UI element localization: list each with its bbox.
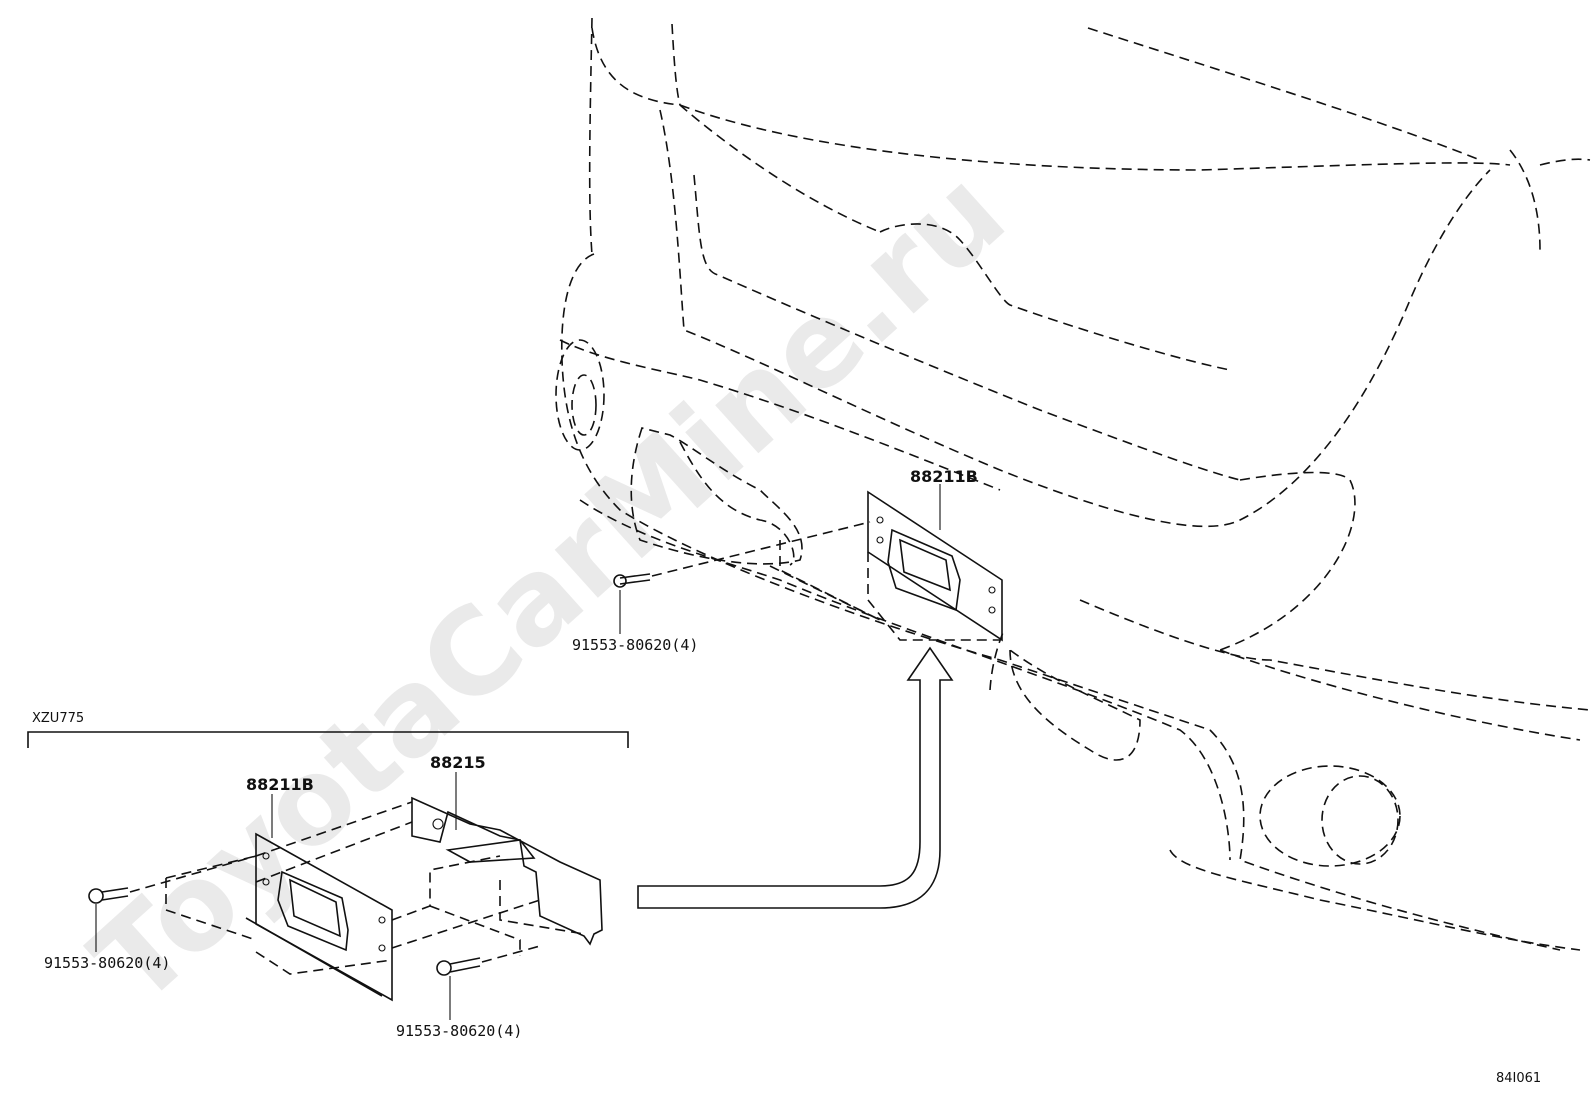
figure-code: 84I061 <box>1496 1071 1541 1086</box>
leader-lines <box>95 484 941 1020</box>
assembly-arrow <box>637 646 954 909</box>
label-upper-sensor: 88211B <box>910 467 978 486</box>
vehicle-outline <box>555 17 1591 951</box>
label-lower-sensor: 88211B <box>246 775 314 794</box>
label-bolt-lower-right: 91553-80620(4) <box>396 1022 522 1040</box>
label-variant: XZU775 <box>32 711 84 726</box>
label-bracket: 88215 <box>430 753 486 772</box>
label-bolt-upper: 91553-80620(4) <box>572 636 698 654</box>
watermark: ToyotaCarMine.ru <box>66 143 1030 1031</box>
label-bolt-lower-left: 91553-80620(4) <box>44 954 170 972</box>
upper-sensor-assembly <box>613 490 1003 642</box>
lower-detail <box>27 731 629 1002</box>
